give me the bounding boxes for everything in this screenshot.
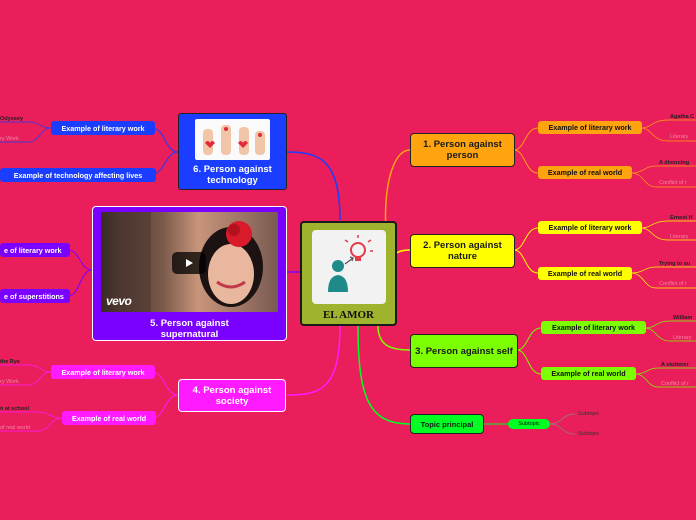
hands-image [195,119,270,160]
central-topic-title: EL AMOR [322,309,375,321]
video-thumbnail[interactable]: vevo [101,212,278,312]
technology-title: 6. Person against technology [193,164,272,186]
nature-literary-work[interactable]: Example of literary work [538,221,642,234]
self-real-world[interactable]: Example of real world [541,367,636,380]
leaf-divorcing[interactable]: A divorcing [659,160,690,166]
leaf-conflict-2[interactable]: Conflict of r [659,281,687,287]
self-literary-work[interactable]: Example of literary work [541,321,646,334]
video-brand-logo: vevo [106,294,132,308]
leaf-conflict-3[interactable]: Conflict of r [661,381,689,387]
leaf-odyssey[interactable]: Odyssey [0,116,23,122]
topic-person-against-supernatural[interactable]: vevo 5. Person against supernatural [92,206,287,341]
technology-literary-work[interactable]: Example of literary work [51,121,155,135]
nature-real-world[interactable]: Example of real world [538,267,632,280]
leaf-ry-work-2[interactable]: ry Work [0,379,19,385]
love-idea-icon [311,230,386,304]
society-literary-work[interactable]: Example of literary work [51,365,155,379]
leaf-literary-2[interactable]: Literary [670,234,689,240]
leaf-literary-3[interactable]: Literary [673,335,692,341]
topic-person-against-person[interactable]: 1. Person against person [410,133,515,167]
topic-principal[interactable]: Topic principal [410,414,484,434]
play-icon [186,259,193,267]
leaf-at-school[interactable]: n at school [0,406,30,412]
society-real-world[interactable]: Example of real world [62,411,156,425]
leaf-subtopic-2[interactable]: Subtopic [578,431,600,437]
leaf-william[interactable]: William [673,315,693,321]
leaf-of-real-world[interactable]: of real world [0,425,30,431]
topic-person-against-technology[interactable]: 6. Person against technology [178,113,287,190]
principal-subtopic[interactable]: Subtopic [508,419,550,429]
person-literary-work[interactable]: Example of literary work [538,121,642,134]
leaf-conflict-1[interactable]: Conflict of r [659,180,687,186]
supernatural-literary-work[interactable]: e of literary work [0,243,70,257]
leaf-ry-work-1[interactable]: ry Work [0,136,19,142]
technology-affecting-lives[interactable]: Example of technology affecting lives [0,168,156,182]
supernatural-title: 5. Person against supernatural [150,318,229,340]
topic-person-against-society[interactable]: 4. Person against society [178,379,286,412]
leaf-trying[interactable]: Trying to su [659,261,691,267]
topic-person-against-self[interactable]: 3. Person against self [410,334,518,368]
play-button[interactable] [172,252,206,274]
central-topic[interactable]: EL AMOR [300,221,397,326]
supernatural-superstitions[interactable]: e of superstitions [0,289,70,303]
leaf-the-rye[interactable]: the Rye [0,359,20,365]
leaf-literary-1[interactable]: Literary [670,134,689,140]
leaf-ernest[interactable]: Ernest H [670,215,693,221]
topic-person-against-nature[interactable]: 2. Person against nature [410,234,515,268]
leaf-subtopic-1[interactable]: Subtopic [578,411,600,417]
leaf-stutterer[interactable]: A stutterer [661,362,689,368]
person-real-world[interactable]: Example of real world [538,166,632,179]
leaf-agatha[interactable]: Agatha C [670,114,695,120]
